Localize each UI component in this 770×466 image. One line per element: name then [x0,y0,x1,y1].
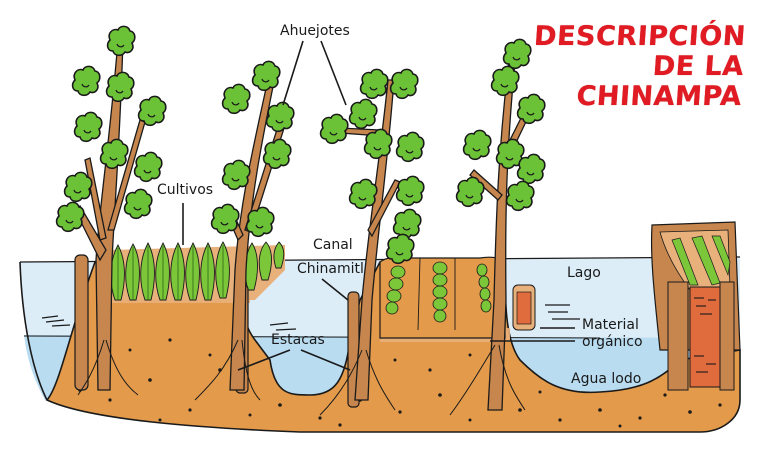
title-line-1: DESCRIPCIÓN [533,21,748,52]
label-organico: orgánico [582,334,643,350]
leader-estacas-right [300,349,351,371]
tree-roots [77,339,526,416]
label-canal: Canal [313,237,353,253]
canoe [512,284,536,331]
title-line-2: DE LA [652,51,746,82]
label-ahuejotes: Ahuejotes [280,23,350,39]
water-ripples [41,304,580,331]
label-cultivos: Cultivos [157,182,214,198]
label-agua-lodo: Agua lodo [571,371,642,387]
label-chinamitl: Chinamitl [297,261,364,277]
stake-left [74,254,89,391]
leader-ahuejotes-left [282,40,304,106]
leader-chinamitl [321,278,349,301]
leader-lines [182,40,575,371]
furrowed-chinampa [379,256,506,339]
chinampa-wall [650,221,741,391]
diagram-title: DESCRIPCIÓN DE LA CHINAMPA [529,21,748,112]
leader-ahuejotes-right [320,40,347,106]
foliage [55,25,546,265]
label-lago: Lago [567,265,601,281]
leader-estacas-left [237,349,291,371]
label-material: Material [582,317,639,333]
crops-field [100,241,285,301]
title-line-3: CHINAMPA [575,81,744,112]
label-estacas: Estacas [271,332,325,348]
